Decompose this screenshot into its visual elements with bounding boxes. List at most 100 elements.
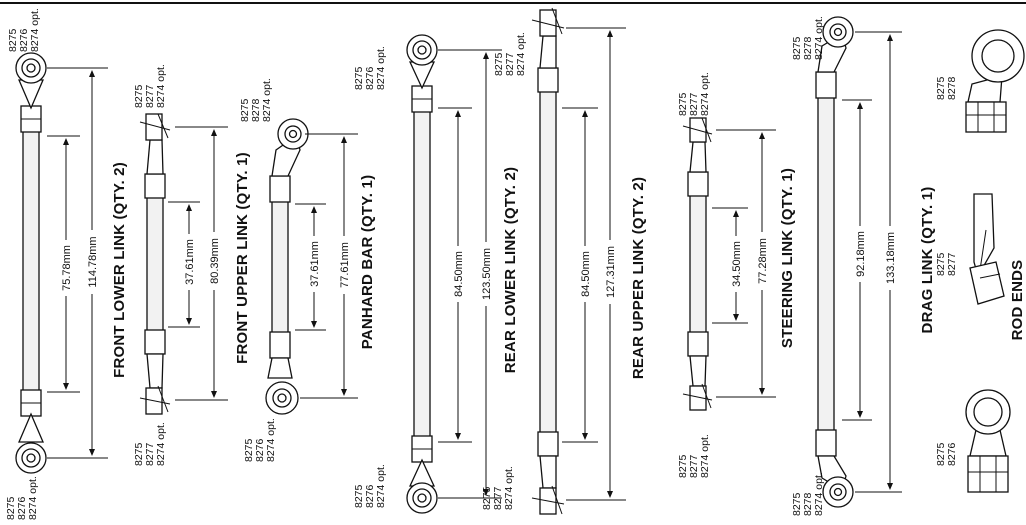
link-rod [146, 189, 164, 341]
part-number: 8276 [946, 442, 958, 466]
rod-ends-title: ROD ENDS [1009, 260, 1026, 341]
part-number: 8274 opt. [813, 472, 825, 516]
part-numbers: 8275 8276 [935, 440, 958, 466]
part-number: 8277 [504, 52, 516, 76]
part-number: 8275 [243, 438, 255, 462]
link-rod [689, 189, 707, 341]
part-numbers-top: 8275 8277 8274 opt. [677, 72, 711, 116]
part-number: 8274 opt. [155, 64, 167, 108]
part-numbers-bottom: 8275 8276 8274 opt. [5, 476, 39, 520]
part-number: 8275 [935, 442, 947, 466]
part-numbers-bottom: 8275 8277 8274 opt. [133, 422, 167, 466]
rod-end-bottom [139, 329, 171, 415]
part-number: 8278 [802, 36, 814, 60]
link-title: DRAG LINK (QTY. 1) [919, 187, 936, 334]
rod-end-8278 [965, 29, 1025, 133]
part-number: 8275 [353, 66, 365, 90]
part-number: 8276 [364, 66, 376, 90]
part-number: 8275 [493, 52, 505, 76]
part-number: 8275 [133, 84, 145, 108]
part-number: 8274 opt. [27, 476, 39, 520]
part-number: 8276 [18, 28, 30, 52]
part-number: 8275 [935, 76, 947, 100]
part-number: 8278 [946, 76, 958, 100]
part-numbers-bottom: 8275 8278 8274 opt. [791, 472, 825, 516]
part-number: 8278 [250, 98, 262, 122]
panhard-bar: 37.61mm 77.61mm PANHARD BAR (QTY. 1) 827… [239, 78, 376, 462]
part-numbers: 8275 8277 [935, 250, 958, 276]
inner-dimension-label: 84.50mm [580, 251, 592, 297]
part-number: 8275 [5, 496, 17, 520]
part-number: 8274 opt. [375, 46, 387, 90]
part-number: 8278 [802, 492, 814, 516]
rod-end-bottom [815, 429, 854, 508]
part-number: 8275 [481, 486, 493, 510]
rod-end-top [406, 34, 438, 113]
rod-end-8277 [969, 193, 1005, 305]
rod-end-bottom [265, 331, 299, 415]
link-title: REAR LOWER LINK (QTY. 2) [502, 167, 519, 373]
link-rod [271, 194, 289, 341]
link-rod [22, 119, 40, 401]
part-number: 8275 [239, 98, 251, 122]
part-number: 8274 opt. [515, 32, 527, 76]
part-number: 8274 opt. [29, 8, 41, 52]
part-numbers-top: 8275 8278 8274 opt. [791, 16, 825, 60]
part-numbers-bottom: 8275 8277 8274 opt. [481, 466, 515, 510]
part-number: 8275 [133, 442, 145, 466]
part-number: 8274 opt. [375, 464, 387, 508]
part-numbers-top: 8275 8277 8274 opt. [493, 32, 527, 76]
part-numbers-top: 8275 8276 8274 opt. [353, 46, 387, 90]
steering-link: 34.50mm 77.28mm STEERING LINK (QTY. 1) 8… [677, 72, 796, 478]
overall-dimension-label: 77.61mm [339, 242, 351, 288]
part-number: 8275 [7, 28, 19, 52]
overall-dimension-label: 133.18mm [885, 232, 897, 284]
part-number: 8274 opt. [813, 16, 825, 60]
rear-lower-link: 84.50mm 123.50mm REAR LOWER LINK (QTY. 2… [353, 34, 519, 514]
inner-dimension-label: 92.18mm [855, 231, 867, 277]
part-number: 8274 opt. [265, 418, 277, 462]
rod-end-top [269, 118, 309, 203]
rod-end-8276 [965, 389, 1011, 493]
part-number: 8277 [144, 84, 156, 108]
link-rod [413, 99, 431, 446]
front-lower-link: 75.78mm 114.78mm FRONT LOWER LINK (QTY. … [5, 8, 128, 520]
rod-end-top [531, 7, 565, 93]
part-number: 8276 [364, 484, 376, 508]
part-number: 8274 opt. [155, 422, 167, 466]
rod-end-top [139, 113, 171, 199]
link-rod [817, 79, 835, 441]
part-number: 8277 [144, 442, 156, 466]
link-title: FRONT UPPER LINK (QTY. 1) [234, 152, 251, 364]
part-number: 8275 [791, 36, 803, 60]
inner-dimension-label: 37.61mm [184, 239, 196, 285]
rod-end-bottom [531, 431, 565, 515]
part-number: 8277 [492, 486, 504, 510]
inner-dimension-label: 84.50mm [453, 251, 465, 297]
link-rod [539, 84, 557, 446]
rod-ends-group: 8275 8278 8275 8277 ROD ENDS 8275 8276 [935, 29, 1026, 493]
rod-end-top [15, 52, 47, 133]
overall-dimension-label: 77.28mm [757, 238, 769, 284]
part-number: 8275 [677, 92, 689, 116]
part-number: 8276 [254, 438, 266, 462]
part-number: 8274 opt. [261, 78, 273, 122]
rod-end-top [815, 16, 854, 99]
part-numbers-top: 8275 8277 8274 opt. [133, 64, 167, 108]
link-title: PANHARD BAR (QTY. 1) [359, 175, 376, 350]
overall-dimension-label: 80.39mm [209, 238, 221, 284]
part-number: 8274 opt. [699, 434, 711, 478]
part-number: 8277 [688, 92, 700, 116]
link-title: FRONT LOWER LINK (QTY. 2) [111, 162, 128, 378]
overall-dimension-label: 127.31mm [605, 246, 617, 298]
inner-dimension-label: 75.78mm [61, 245, 73, 291]
rod-end-bottom [406, 435, 438, 514]
part-numbers: 8275 8278 [935, 74, 958, 100]
overall-dimension-label: 114.78mm [87, 236, 99, 287]
drag-link: 92.18mm 133.18mm DRAG LINK (QTY. 1) 8275… [791, 16, 936, 516]
part-numbers-bottom: 8275 8276 8274 opt. [353, 464, 387, 508]
part-numbers-top: 8275 8276 8274 opt. [7, 8, 41, 52]
rod-end-top [682, 117, 713, 197]
part-number: 8275 [677, 454, 689, 478]
